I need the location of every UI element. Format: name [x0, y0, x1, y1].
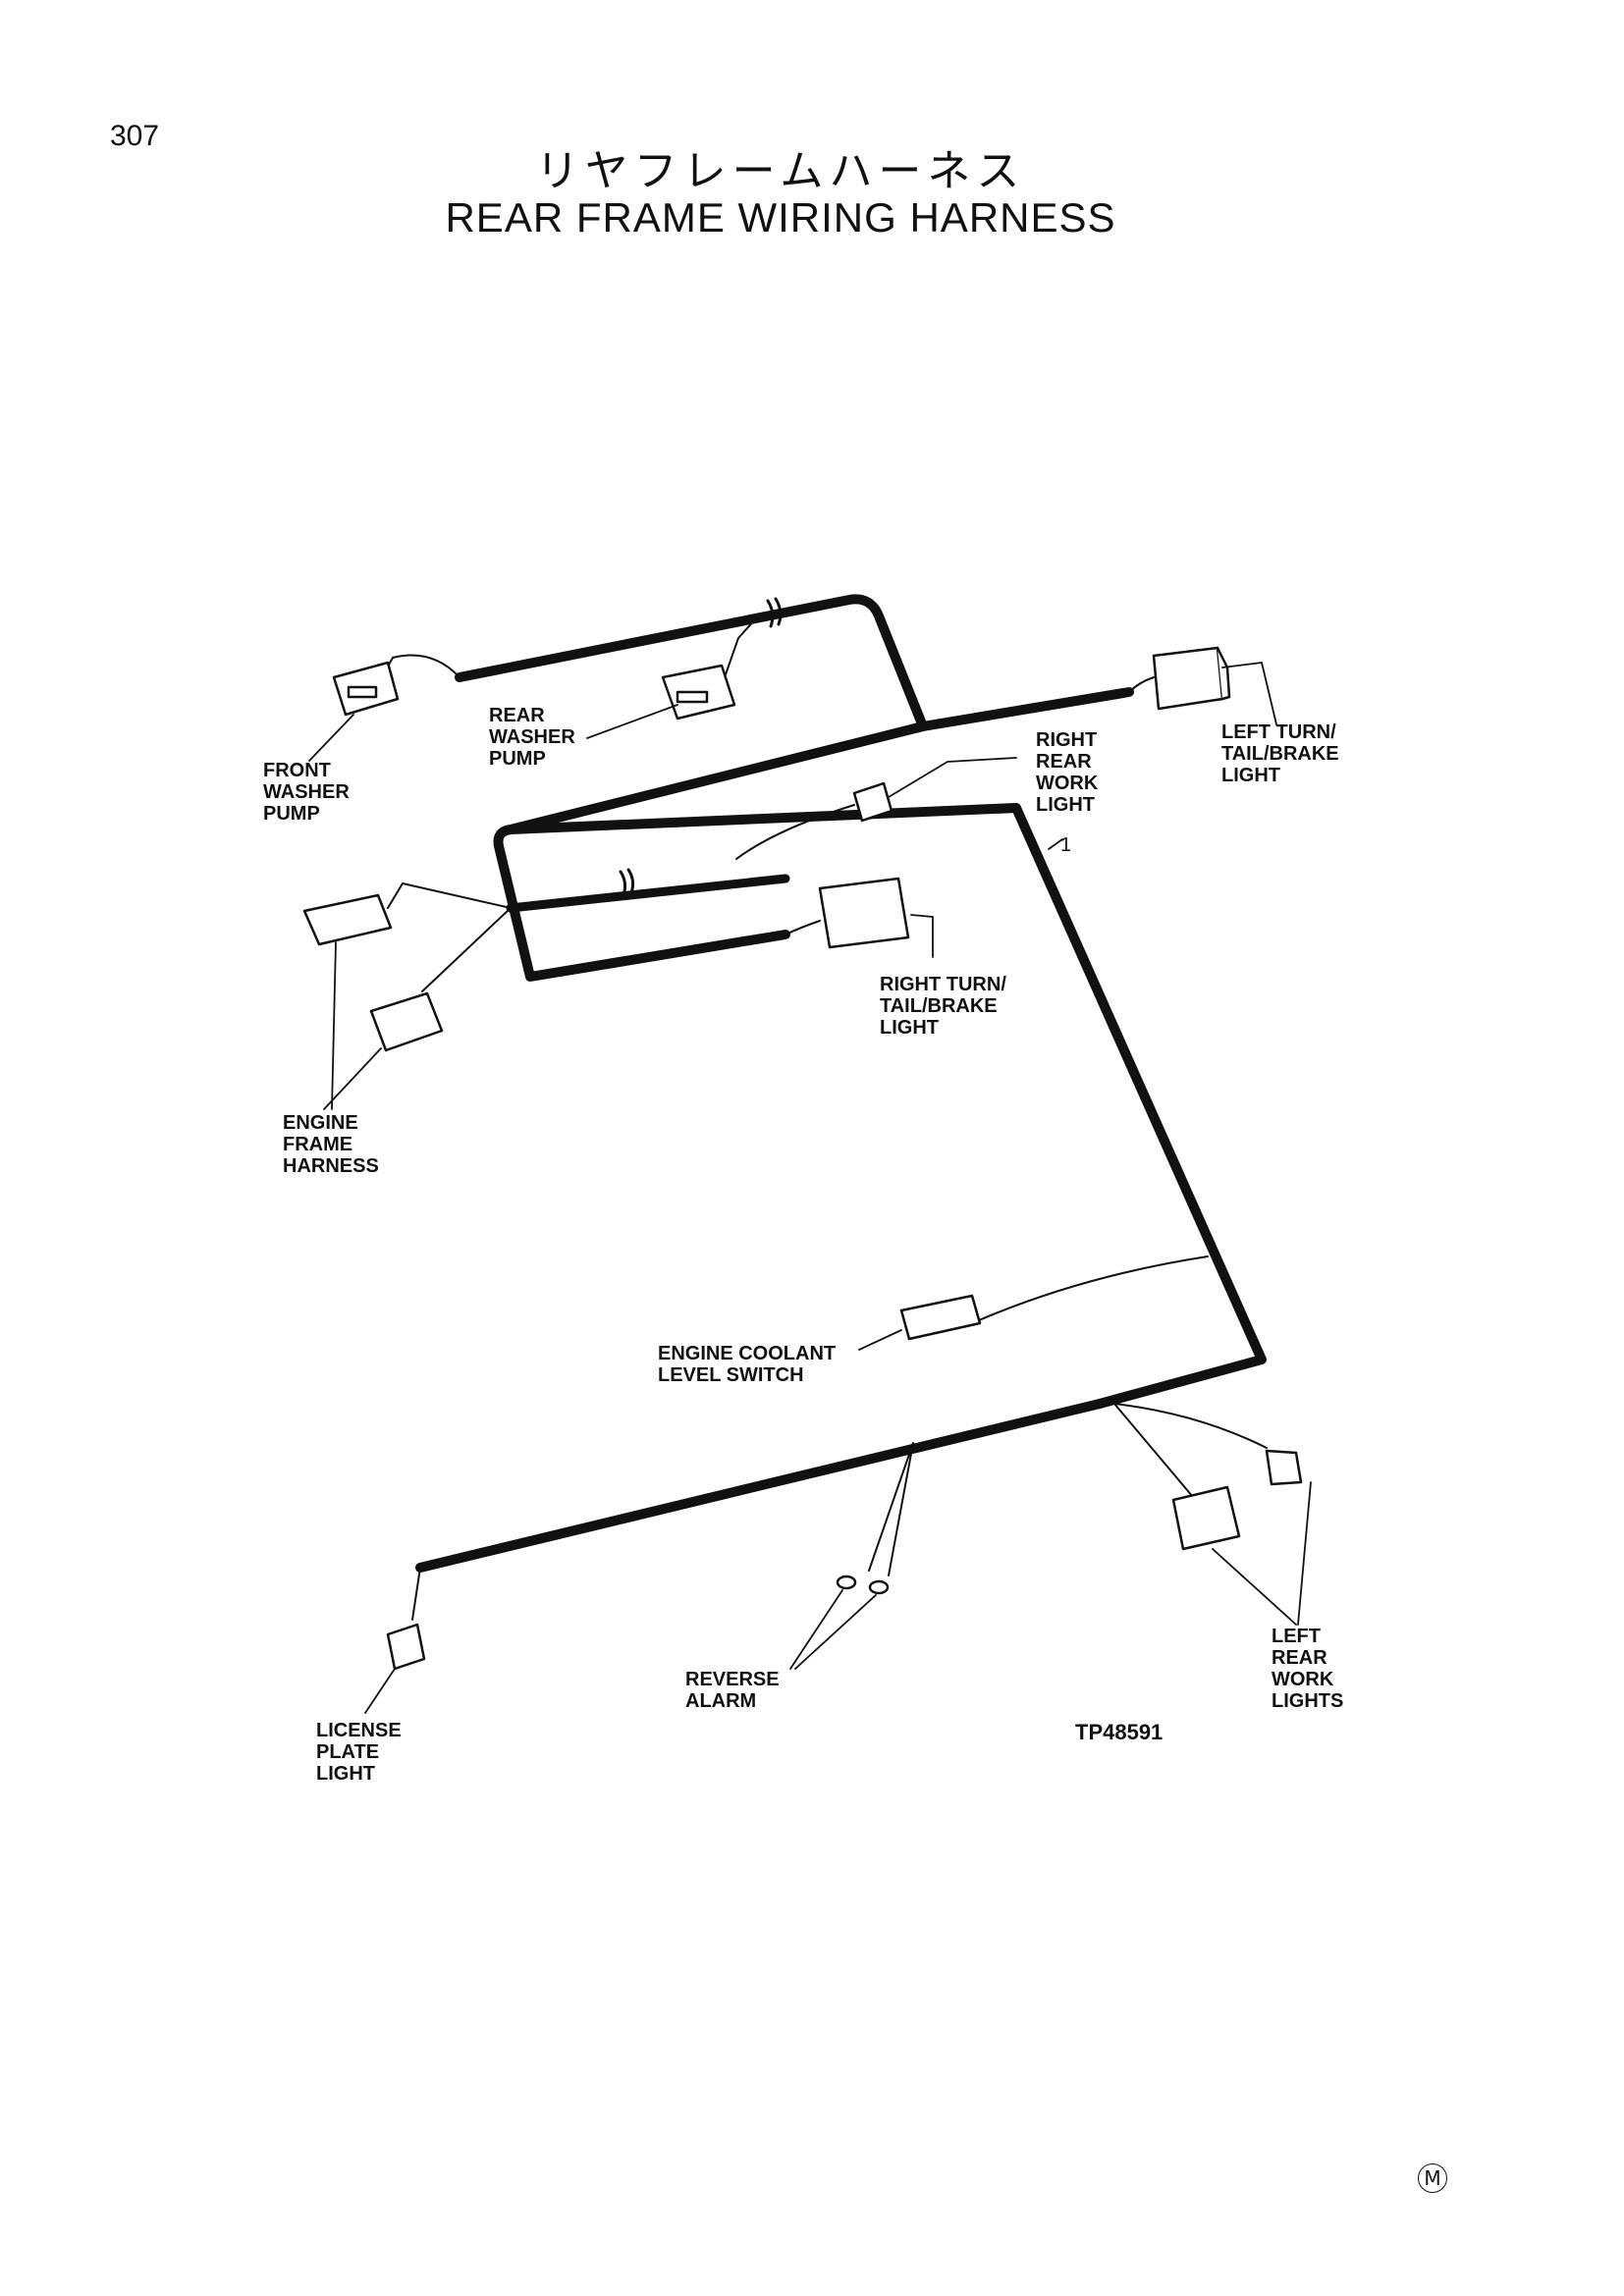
label-left-rear-work-lights: LEFT REAR WORK LIGHTS [1272, 1626, 1344, 1712]
leader-right-turn [910, 914, 934, 958]
label-right-rear-work-light: RIGHT REAR WORK LIGHT [1036, 729, 1099, 816]
wire-engine-frame-upper [387, 882, 512, 909]
label-front-washer-pump: FRONT WASHER PUMP [263, 760, 350, 825]
title-english: REAR FRAME WIRING HARNESS [445, 194, 1116, 240]
wire-right-work-light [735, 804, 855, 860]
label-engine-coolant-level-switch: ENGINE COOLANT LEVEL SWITCH [658, 1343, 837, 1386]
leader-right-work [888, 757, 1017, 798]
left-turn-light-connector [1152, 646, 1231, 711]
item-number-1: 1 [1060, 834, 1072, 856]
label-engine-frame-harness: ENGINE FRAME HARNESS [283, 1112, 379, 1177]
wire-left-work-lights [1113, 1403, 1268, 1498]
leader-left-turn [1221, 662, 1277, 725]
page-number: 307 [110, 120, 160, 152]
wire-front-washer [382, 654, 460, 678]
break-mark-top [766, 597, 783, 628]
title-japanese: リヤフレームハーネス [535, 146, 1026, 196]
wire-rear-washer [724, 617, 757, 678]
leader-left-work-lights [1212, 1481, 1312, 1626]
harness-trunk-bottom [415, 1399, 1105, 1573]
reverse-alarm-terminals [836, 1575, 890, 1595]
harness-trunk-main-left [506, 721, 928, 834]
break-mark-middle [619, 868, 635, 899]
right-rear-work-light-connector [852, 781, 893, 823]
wire-left-turn [1128, 676, 1155, 693]
harness-trunk-right-frame [1011, 803, 1267, 1409]
engine-frame-harness-connector-lower [369, 991, 444, 1052]
leader-reverse [789, 1589, 877, 1670]
wire-engine-frame-lower [421, 907, 512, 992]
corner-mark: M [1418, 2163, 1447, 2193]
rear-washer-pump-connector [661, 664, 736, 721]
front-washer-pump-connector [332, 661, 400, 717]
leader-coolant [858, 1329, 902, 1351]
label-left-turn-tail-brake-light: LEFT TURN/ TAIL/BRAKE LIGHT [1221, 721, 1339, 786]
engine-coolant-switch-connector [899, 1294, 982, 1341]
harness-trunk-inner [506, 874, 790, 913]
wire-reverse-alarm [868, 1442, 914, 1576]
leader-license [364, 1668, 396, 1714]
leader-rear-washer [586, 704, 678, 739]
wire-coolant [971, 1255, 1209, 1324]
harness-trunk-upper-loop [455, 594, 928, 731]
right-turn-light-connector [818, 877, 910, 949]
leader-front-washer [308, 714, 354, 762]
label-rear-washer-pump: REAR WASHER PUMP [489, 705, 575, 770]
figure-number: TP48591 [1075, 1720, 1164, 1744]
wire-license [411, 1567, 421, 1621]
engine-frame-harness-connector-upper [302, 893, 393, 946]
left-rear-work-lights-connectors [1171, 1449, 1303, 1551]
wire-right-turn [785, 920, 821, 935]
harness-trunk-main [918, 687, 1134, 731]
leader-engine-frame [323, 941, 382, 1110]
label-reverse-alarm: REVERSE ALARM [685, 1669, 780, 1712]
leader-item-1 [1048, 838, 1063, 850]
label-license-plate-light: LICENSE PLATE LIGHT [316, 1720, 402, 1785]
license-plate-light-connector [386, 1623, 426, 1671]
harness-trunk-left-frame [493, 803, 1021, 982]
label-right-turn-tail-brake-light: RIGHT TURN/ TAIL/BRAKE LIGHT [880, 974, 1006, 1039]
